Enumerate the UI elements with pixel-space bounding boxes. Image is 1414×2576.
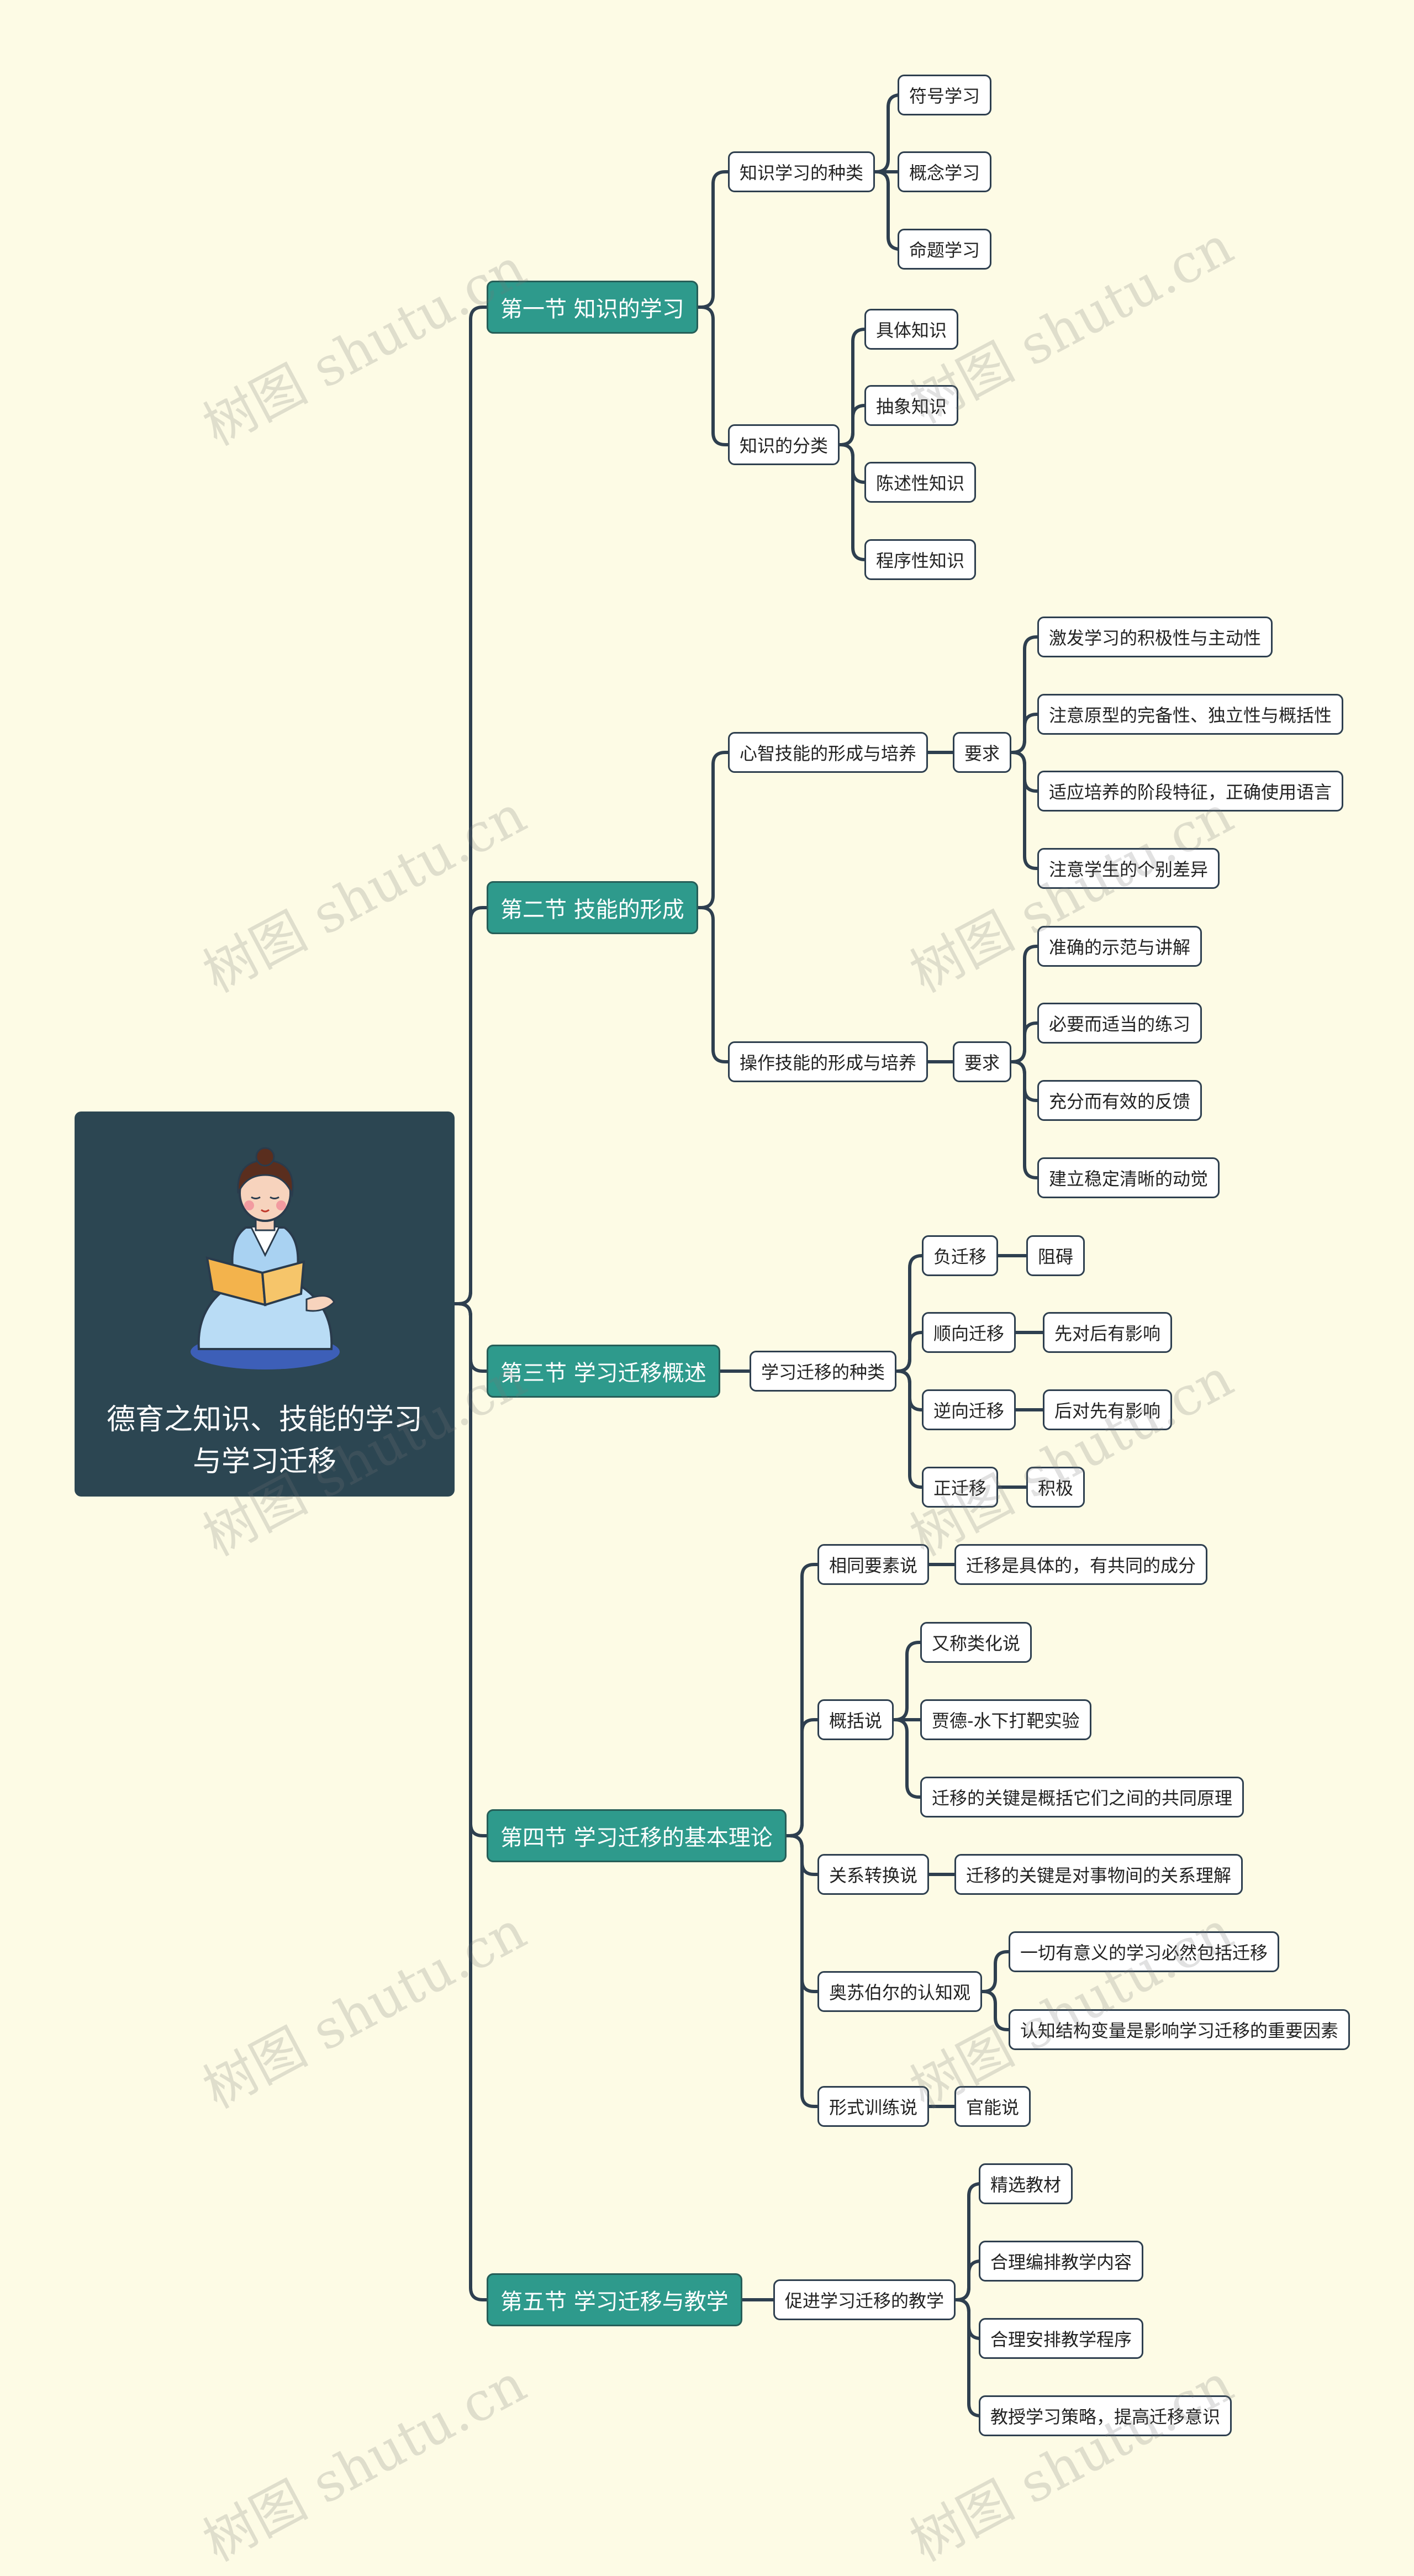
connector-s2-op-req-2 [1011,1023,1037,1062]
connector-s1-types-3 [875,172,900,249]
node-s2-op-req-4[interactable]: 建立稳定清晰的动觉 [1037,1157,1220,1198]
node-s2-op-req-2[interactable]: 必要而适当的练习 [1037,1003,1202,1044]
node-s2-mind-req[interactable]: 要求 [953,732,1011,773]
node-s2-mind-req-4[interactable]: 注意学生的个别差异 [1037,848,1220,889]
node-s3-neg-d[interactable]: 阻碍 [1026,1235,1085,1276]
node-s4[interactable]: 第四节 学习迁移的基本理论 [487,1809,787,1862]
node-s4-gen-3[interactable]: 迁移的关键是概括它们之间的共同原理 [920,1777,1244,1818]
node-s5[interactable]: 第五节 学习迁移与教学 [487,2273,742,2326]
node-s4-gen-1[interactable]: 又称类化说 [920,1622,1032,1663]
node-s2-op-req-1[interactable]: 准确的示范与讲解 [1037,926,1202,967]
connector-s1-class-2 [840,405,865,445]
node-s4-same-d[interactable]: 迁移是具体的，有共同的成分 [954,1544,1207,1585]
node-s1-types-3[interactable]: 命题学习 [898,229,991,270]
node-s1-types-1[interactable]: 符号学习 [898,75,991,115]
node-s2-op-req[interactable]: 要求 [953,1041,1011,1082]
connector-s2-mind [698,752,728,908]
node-s3-back-d[interactable]: 后对先有影响 [1043,1389,1172,1430]
node-s1-class-2[interactable]: 抽象知识 [864,385,958,426]
connector-s5 [455,1304,487,2300]
root-topic[interactable]: 德育之知识、技能的学习 与学习迁移 [75,1111,455,1497]
node-s1-types-2[interactable]: 概念学习 [898,151,991,192]
connector-s3-pos [896,1371,922,1487]
node-s1-class[interactable]: 知识的分类 [728,424,840,465]
node-s3[interactable]: 第三节 学习迁移概述 [487,1345,720,1398]
connector-s2-mind-req-4 [1011,752,1037,868]
connector-s4-gen-1 [894,1642,920,1720]
node-s4-aus[interactable]: 奥苏伯尔的认知观 [817,1971,982,2012]
connector-s2-mind-req-2 [1011,714,1037,752]
node-s3-fwd-d[interactable]: 先对后有影响 [1043,1312,1172,1353]
node-s1-class-3[interactable]: 陈述性知识 [864,462,976,503]
node-s4-form[interactable]: 形式训练说 [817,2086,929,2127]
node-s2-mind[interactable]: 心智技能的形成与培养 [728,732,928,773]
node-s5-p4[interactable]: 教授学习策略，提高迁移意识 [979,2395,1232,2436]
node-s1-class-4[interactable]: 程序性知识 [864,539,976,580]
connector-s1-class-4 [840,445,865,560]
node-s4-rel-d[interactable]: 迁移的关键是对事物间的关系理解 [954,1854,1243,1895]
node-s5-p3[interactable]: 合理安排教学程序 [979,2318,1143,2359]
node-s2-mind-req-3[interactable]: 适应培养的阶段特征，正确使用语言 [1037,771,1343,812]
node-s2-mind-req-2[interactable]: 注意原型的完备性、独立性与概括性 [1037,694,1343,735]
node-s3-neg[interactable]: 负迁移 [922,1235,998,1276]
connector-s4-gen [787,1720,817,1836]
connector-s4-gen-3 [894,1720,920,1797]
reading-woman-icon [174,1145,356,1377]
node-s4-rel[interactable]: 关系转换说 [817,1854,929,1895]
connector-s2 [455,908,487,1304]
node-s4-aus-1[interactable]: 一切有意义的学习必然包括迁移 [1009,1931,1279,1972]
node-s3-pos-d[interactable]: 积极 [1026,1467,1085,1508]
node-s5-promote[interactable]: 促进学习迁移的教学 [773,2279,956,2320]
node-s5-p2[interactable]: 合理编排教学内容 [979,2241,1143,2282]
node-s4-gen-2[interactable]: 贾德-水下打靶实验 [920,1699,1091,1740]
node-s4-gen[interactable]: 概括说 [817,1699,894,1740]
connector-s4-form [787,1836,817,2106]
node-s3-back[interactable]: 逆向迁移 [922,1389,1016,1430]
connector-s5-p4 [956,2300,981,2416]
node-s2-mind-req-1[interactable]: 激发学习的积极性与主动性 [1037,617,1273,657]
node-s3-pos[interactable]: 正迁移 [922,1467,998,1508]
node-s1[interactable]: 第一节 知识的学习 [487,281,698,334]
connector-s1-class [698,307,728,445]
node-s1-class-1[interactable]: 具体知识 [864,309,958,350]
connector-s2-op-req-4 [1011,1062,1037,1178]
node-s2[interactable]: 第二节 技能的形成 [487,881,698,934]
node-s4-aus-2[interactable]: 认知结构变量是影响学习迁移的重要因素 [1009,2009,1350,2050]
connector-s1-types-1 [875,95,900,172]
connector-s5-p2 [956,2261,981,2300]
node-s2-op[interactable]: 操作技能的形成与培养 [728,1041,928,1082]
node-s2-op-req-3[interactable]: 充分而有效的反馈 [1037,1080,1202,1121]
root-title: 德育之知识、技能的学习 与学习迁移 [75,1399,455,1483]
node-s4-form-d[interactable]: 官能说 [954,2086,1031,2127]
connector-s3-fwd [896,1332,922,1371]
node-s4-same[interactable]: 相同要素说 [817,1544,929,1585]
connector-s1-types [698,172,728,307]
connector-s2-op [698,908,728,1062]
node-s3-fwd[interactable]: 顺向迁移 [922,1312,1016,1353]
connector-s4-aus-2 [982,1992,1009,2030]
node-s1-types[interactable]: 知识学习的种类 [728,151,875,192]
node-s5-p1[interactable]: 精选教材 [979,2163,1073,2204]
node-s3-types[interactable]: 学习迁移的种类 [750,1351,896,1392]
connector-s4-aus-1 [982,1952,1009,1992]
